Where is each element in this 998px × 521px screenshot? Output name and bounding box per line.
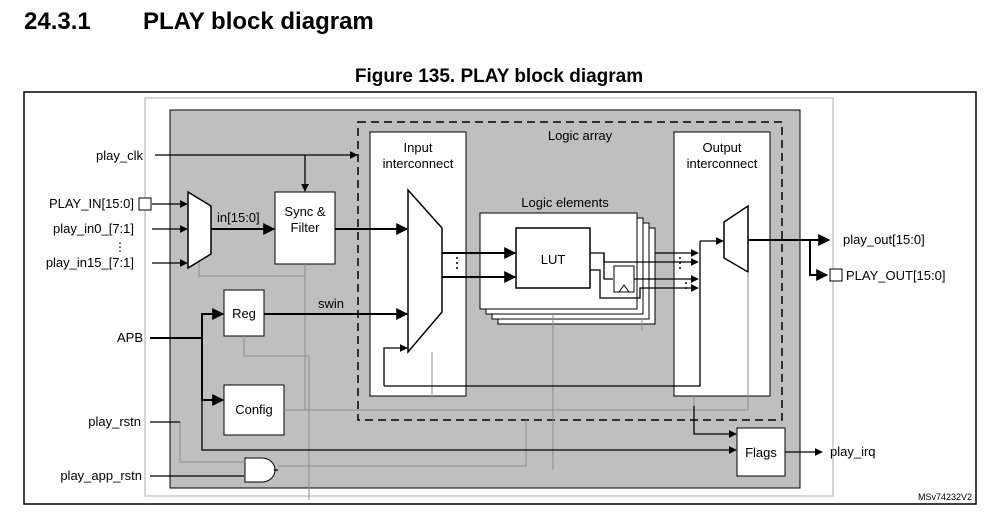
- swin-label: swin: [318, 296, 344, 311]
- in-bus-label: in[15:0]: [217, 210, 260, 225]
- lut-label: LUT: [541, 252, 566, 267]
- input-interconnect-mux: [407, 188, 443, 355]
- sync-filter-block: [274, 191, 336, 265]
- lut-box: [515, 227, 591, 289]
- play-irq-label: play_irq: [830, 444, 876, 459]
- output-interconnect-label-1: Output: [702, 140, 741, 155]
- black-wires: [150, 151, 831, 477]
- play-rstn-label: play_rstn: [88, 414, 141, 429]
- logic-array-frame: [357, 121, 783, 421]
- config-block: [223, 384, 285, 436]
- play-app-rstn-label: play_app_rstn: [60, 468, 142, 483]
- logic-elements-label: Logic elements: [521, 195, 609, 210]
- section-title: PLAY block diagram: [143, 8, 374, 35]
- play-in15-label: play_in15_[7:1]: [46, 255, 134, 270]
- play-clk-label: play_clk: [96, 148, 143, 163]
- gray-wires: [179, 262, 749, 500]
- sync-filter-label-2: Filter: [291, 220, 321, 235]
- apb-label: APB: [117, 330, 143, 345]
- play-in0-label: play_in0_[7:1]: [53, 221, 134, 236]
- play-in-pin: [138, 197, 152, 211]
- play-in-bus-label: PLAY_IN[15:0]: [49, 196, 134, 211]
- bus-dots: [456, 257, 687, 289]
- flags-label: Flags: [745, 445, 777, 460]
- section-number: 24.3.1: [24, 8, 91, 35]
- and-gate: [244, 457, 276, 483]
- config-label: Config: [235, 402, 273, 417]
- figure-caption: Figure 135. PLAY block diagram: [354, 66, 644, 87]
- figure-id: MSv74232V2: [918, 492, 972, 502]
- play-out-label: play_out[15:0]: [843, 232, 925, 247]
- reg-label: Reg: [232, 306, 256, 321]
- output-interconnect-box: [673, 131, 771, 397]
- flags-block: [736, 427, 786, 477]
- input-interconnect-label-1: Input: [404, 140, 433, 155]
- flip-flop-clock-mark: [618, 284, 630, 293]
- sync-filter-label-1: Sync &: [284, 204, 326, 219]
- play-in-dots: ⋮: [114, 240, 126, 254]
- flip-flop-box: [613, 265, 635, 293]
- play-out-bus-label: PLAY_OUT[15:0]: [846, 268, 945, 283]
- reg-block: [223, 289, 265, 337]
- play-out-pin: [829, 268, 843, 282]
- logic-array-label: Logic array: [548, 128, 613, 143]
- play-outer-border: [144, 97, 834, 497]
- input-interconnect-label-2: interconnect: [383, 156, 454, 171]
- input-mux: [187, 190, 212, 270]
- output-interconnect-label-2: interconnect: [687, 156, 758, 171]
